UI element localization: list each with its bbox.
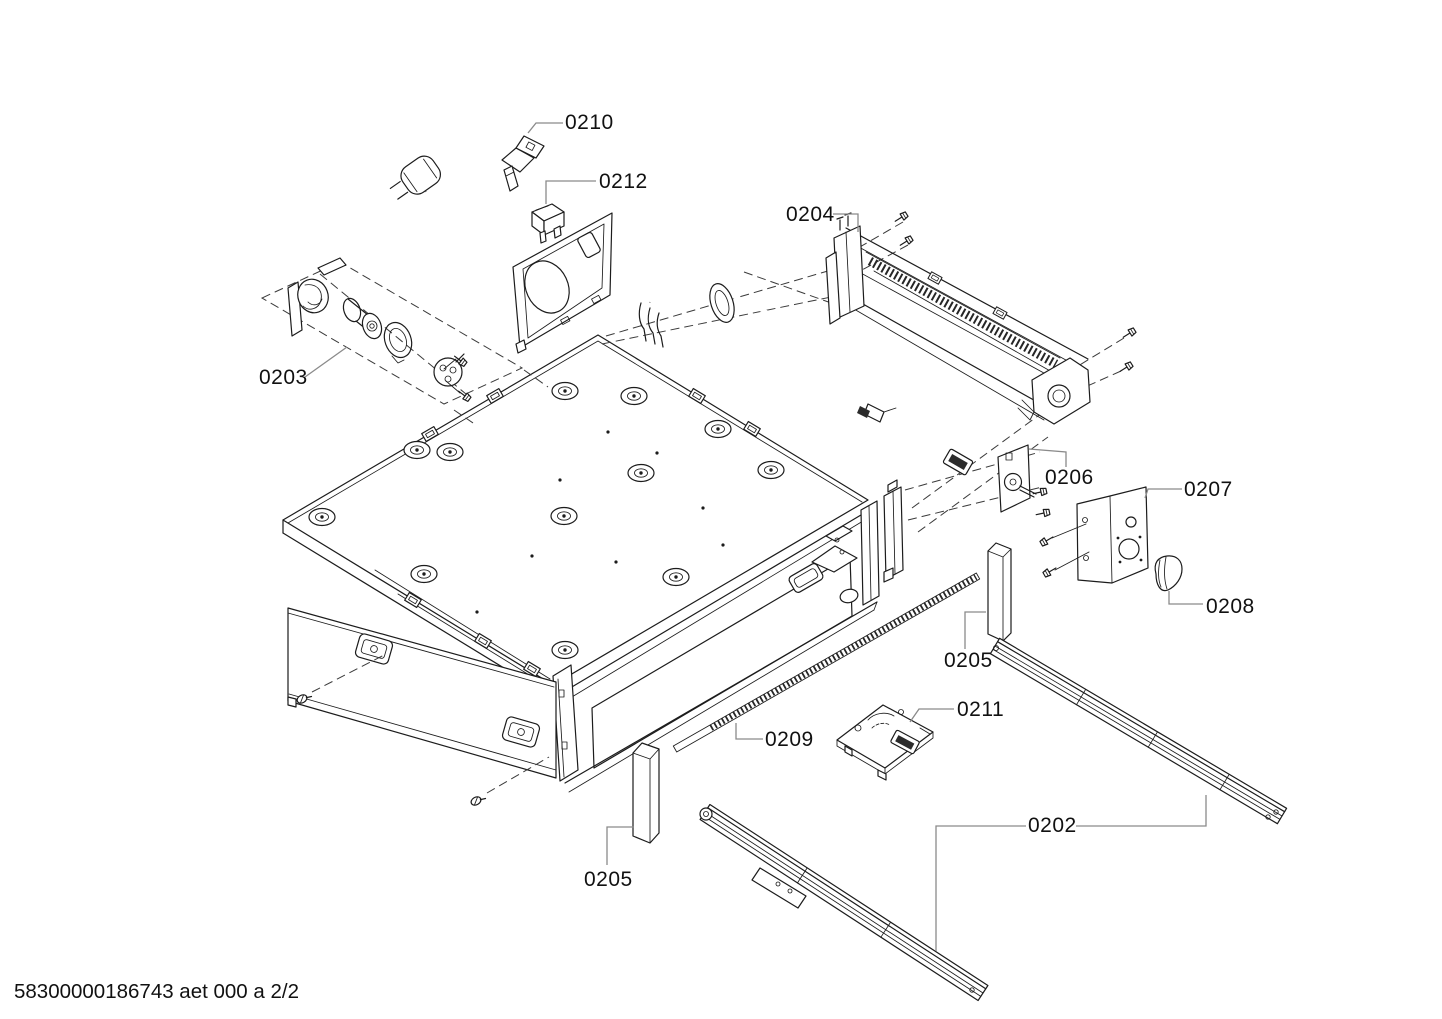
callout-0206: 0206	[1045, 466, 1094, 489]
part-switch-plate	[997, 444, 1037, 513]
part-telescopic-rail-right	[989, 637, 1288, 825]
part-fan-motor-assembly	[260, 257, 524, 405]
callout-0207: 0207	[1184, 478, 1233, 501]
wire-harness	[638, 278, 974, 476]
drawer-front-panel	[287, 607, 557, 779]
callout-0205-front: 0205	[584, 868, 633, 891]
callout-0205-rear: 0205	[944, 649, 993, 672]
slide-mount-bracket	[883, 479, 904, 583]
callout-0212: 0212	[599, 170, 648, 193]
callout-0211: 0211	[957, 698, 1004, 721]
rivet-dots	[475, 430, 725, 614]
callout-0210: 0210	[565, 111, 614, 134]
part-power-cord	[389, 135, 545, 233]
part-thermal-switch	[531, 203, 565, 244]
part-module-plate	[836, 704, 934, 781]
corner-post	[552, 664, 579, 782]
vent-cutout	[788, 563, 824, 593]
part-spacer-post-front	[632, 742, 660, 844]
callout-0204: 0204	[786, 203, 835, 226]
part-spacer-post-rear	[987, 542, 1012, 642]
mains-plug	[389, 155, 442, 200]
callout-leader-lines	[304, 122, 1207, 951]
document-number: 58300000186743 aet 000 a 2/2	[14, 980, 299, 1003]
callout-0202: 0202	[1028, 814, 1077, 837]
part-heater-assembly	[825, 212, 1091, 425]
callout-0209: 0209	[765, 728, 814, 751]
part-mounting-bracket	[1051, 486, 1149, 584]
cover-plate	[512, 212, 613, 354]
drawer-body	[282, 334, 904, 793]
callout-0203: 0203	[259, 366, 308, 389]
part-seal-strip	[672, 572, 981, 753]
handle-cutout	[501, 716, 541, 748]
handle-cutout	[354, 633, 394, 665]
part-knob	[1154, 555, 1183, 592]
appliance-connector	[501, 135, 545, 192]
latch-bracket	[811, 545, 858, 573]
part-telescopic-rail-left	[699, 803, 989, 1002]
callout-0208: 0208	[1206, 595, 1255, 618]
callouts: 0210 0212 0204 0203 0206 0207 0208 0205 …	[259, 111, 1255, 891]
